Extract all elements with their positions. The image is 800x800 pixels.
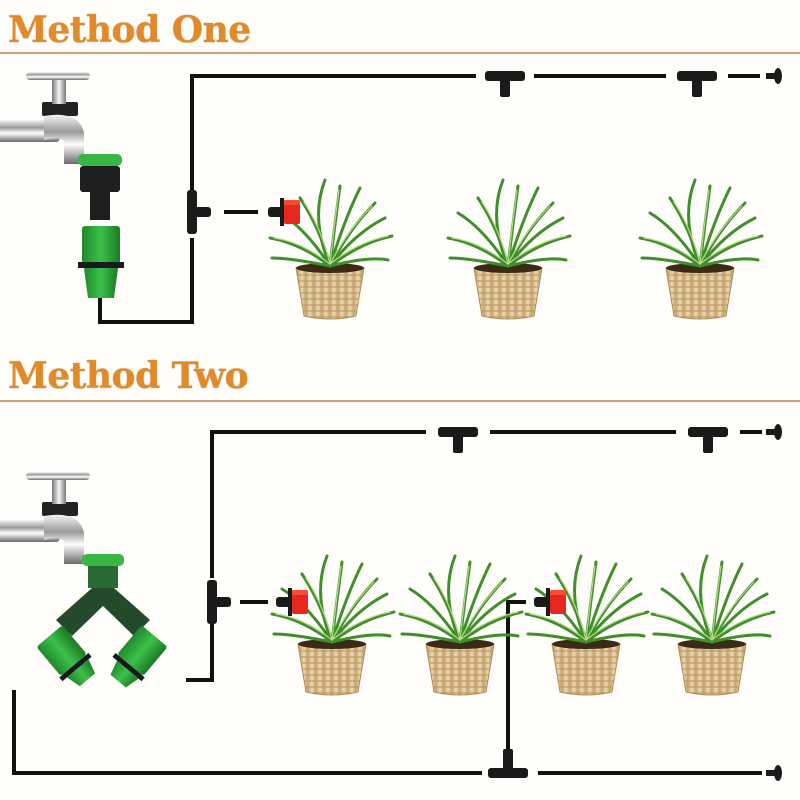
potted-plant: [398, 554, 524, 697]
inline-dripper-icon: [268, 198, 300, 226]
tap-adapter-icon: [78, 154, 122, 220]
tee-connector-icon: [438, 427, 478, 453]
main-tubing: [12, 430, 762, 775]
method-two-divider: [0, 400, 800, 402]
faucet-icon: [0, 72, 90, 164]
main-tubing: [98, 74, 760, 324]
quick-connector-icon: [78, 226, 124, 298]
potted-plant: [446, 178, 572, 321]
tee-connector-icon: [677, 71, 717, 97]
method-two-diagram: [0, 424, 782, 781]
tee-connector-icon: [488, 749, 528, 778]
tee-connector-icon: [485, 71, 525, 97]
end-plug-icon: [766, 765, 782, 781]
potted-plant: [270, 554, 396, 697]
tee-connector-icon: [187, 190, 211, 234]
method-one-title: Method One: [8, 9, 251, 51]
method-two-title: Method Two: [8, 355, 249, 397]
method-one-diagram: [0, 68, 782, 324]
faucet-icon: [0, 472, 90, 564]
inline-dripper-icon: [276, 588, 308, 616]
tee-connector-icon: [207, 580, 231, 624]
potted-plant: [524, 554, 650, 697]
y-splitter-icon: [37, 554, 167, 688]
potted-plant: [638, 178, 764, 321]
method-one-divider: [0, 52, 800, 54]
tee-connector-icon: [688, 427, 728, 453]
end-plug-icon: [766, 424, 782, 440]
end-plug-icon: [766, 68, 782, 84]
potted-plant: [650, 554, 776, 697]
